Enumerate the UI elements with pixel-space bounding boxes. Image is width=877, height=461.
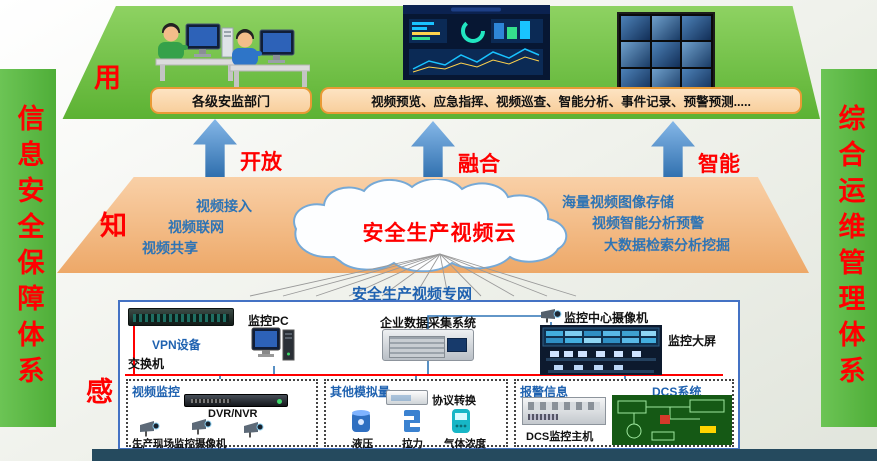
arrow-open-icon [193, 119, 237, 177]
daq-system-image [382, 329, 474, 361]
site-cameras-label: 生产现场监控摄像机 [132, 438, 227, 450]
daq-system-label: 企业数据采集系统 [380, 316, 477, 330]
cloud-left-item-3: 视频共享 [142, 240, 198, 256]
bottom-bar [92, 449, 877, 461]
arrow-open-label: 开放 [240, 151, 282, 174]
cloud-title: 安全生产视频云 [362, 222, 517, 245]
alarm-group-title: 报警信息 [520, 385, 569, 399]
dcs-system-image [612, 395, 732, 445]
center-camera-label: 监控中心摄像机 [564, 311, 649, 325]
sensor-label-tension: 拉力 [402, 438, 423, 450]
private-network-label: 安全生产视频专网 [352, 286, 473, 303]
cloud-left-item-1: 视频接入 [196, 198, 252, 214]
video-group-title: 视频监控 [132, 385, 181, 399]
use-layer-label: 用 [94, 63, 121, 93]
red-link-vertical [133, 326, 135, 375]
sense-layer-label: 感 [86, 377, 113, 407]
vpn-label: VPN设备 [152, 338, 201, 352]
alarm-group-box: 报警信息 DCS监控主机 DCS系统 [514, 379, 734, 447]
cloud-left-item-2: 视频联网 [168, 219, 224, 235]
analog-group-box: 其他模拟量 协议转换 液压 [324, 379, 508, 450]
left-banner-text: 信息安全保障体系 [13, 104, 44, 392]
perception-box: VPN设备 交换机 监控PC 企业数据采集系统 监控中心摄像机 [118, 300, 740, 450]
protocol-converter-image [386, 390, 428, 405]
arrow-intelligent-label: 智能 [698, 153, 740, 176]
sensor-icons [352, 409, 470, 433]
control-room-image [540, 325, 662, 375]
monitoring-dashboard-image [403, 5, 550, 80]
dvr-label: DVR/NVR [208, 408, 258, 420]
know-layer-label: 知 [100, 211, 127, 241]
monitor-pc-label: 监控PC [248, 314, 289, 328]
red-network-bus [125, 374, 723, 376]
protocol-converter-label: 协议转换 [432, 395, 476, 407]
cloud-right-item-1: 海量视频图像存储 [562, 194, 674, 210]
cloud-right-item-3: 大数据检索分析挖掘 [604, 237, 730, 253]
switch-image [128, 308, 234, 326]
right-banner: 综合运维管理体系 [821, 69, 877, 427]
dcs-host-image [522, 397, 606, 425]
video-group-box: 视频监控 DVR/NVR 生产现场监控摄像机 [126, 379, 318, 450]
operators-workstations-image [155, 23, 310, 87]
departments-box: 各级安监部门 [150, 87, 312, 114]
arrow-fusion-icon [411, 121, 455, 179]
cloud-shape [293, 179, 568, 273]
site-cameras-icons [140, 419, 264, 438]
sensor-label-gas: 气体浓度 [444, 438, 486, 450]
dvr-image [184, 394, 288, 407]
analog-group-title: 其他模拟量 [330, 385, 391, 399]
right-banner-text: 综合运维管理体系 [834, 104, 865, 392]
functions-box: 视频预览、应急指挥、视频巡查、智能分析、事件记录、预警预测..... [320, 87, 802, 114]
left-banner: 信息安全保障体系 [0, 69, 56, 427]
sensor-label-hydraulic: 液压 [352, 438, 373, 450]
center-camera-icon [541, 309, 562, 323]
monitor-pc-image [251, 327, 295, 361]
big-screen-label: 监控大屏 [668, 334, 717, 348]
cloud-right-item-2: 视频智能分析预警 [592, 215, 704, 231]
arrow-fusion-label: 融合 [458, 153, 500, 176]
dcs-host-label: DCS监控主机 [526, 431, 594, 443]
cloud-network-links [249, 253, 577, 297]
video-wall-image [617, 12, 715, 97]
arrow-intelligent-icon [651, 121, 695, 179]
switch-label: 交换机 [128, 357, 165, 371]
